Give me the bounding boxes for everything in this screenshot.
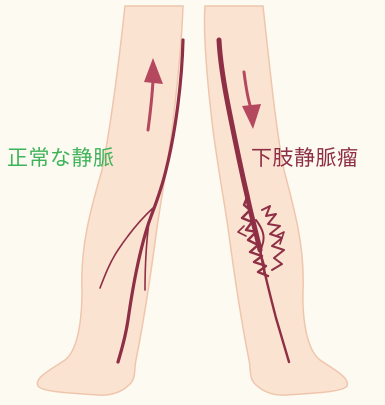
varicose-vein-label: 下肢静脈瘤 xyxy=(251,148,359,169)
normal-vein-label: 正常な静脈 xyxy=(7,148,115,169)
left-leg xyxy=(37,6,183,395)
right-leg xyxy=(204,6,347,395)
